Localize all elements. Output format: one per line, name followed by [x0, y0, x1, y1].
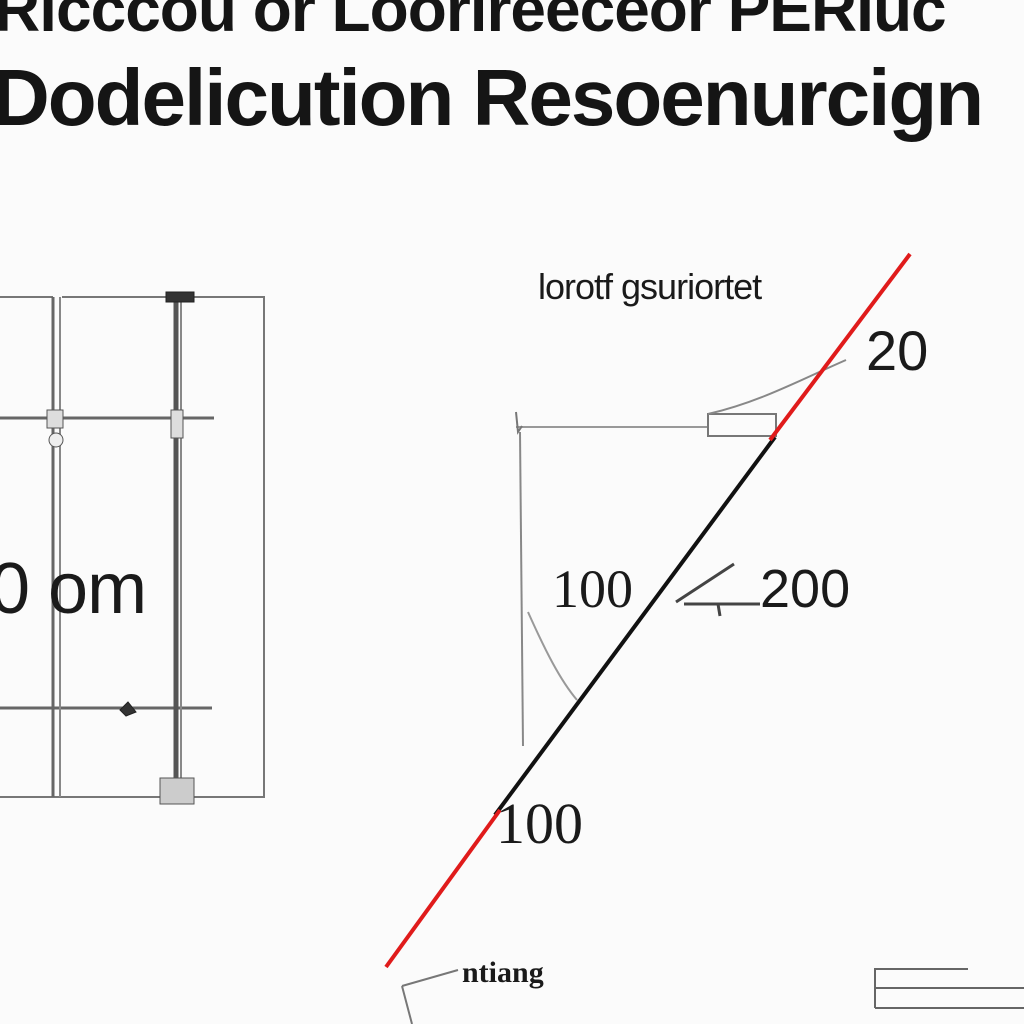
- plot-bottom-annotation-arrow: [401, 969, 459, 1024]
- rod-base: [159, 777, 195, 805]
- rod-cap-top: [165, 291, 195, 303]
- plot-red-trend-line-lower: [384, 808, 502, 969]
- left-apparatus-panel: [0, 291, 265, 805]
- plot-axis-bracket: [707, 413, 777, 437]
- right-plot-panel: [384, 252, 1024, 1024]
- plot-lower-curve: [527, 611, 578, 701]
- clamp-joint-left: [46, 409, 64, 429]
- bottom-caption: ntiang: [462, 956, 544, 989]
- clamp-joint-right: [170, 409, 184, 439]
- clamp-knob-left: [48, 432, 64, 448]
- plot-upper-curve: [707, 359, 847, 415]
- plot-left-axis: [519, 431, 524, 747]
- diagram-title-line-1: Ricccou or Loorireeceor PERIuc: [0, 0, 947, 45]
- plot-black-trend-line: [493, 435, 777, 817]
- plot-mid-pointer: [675, 562, 760, 617]
- diagram-title-line-2: Dodelicution Resoenurcign: [0, 53, 984, 142]
- plot-bracket-mark: [515, 411, 523, 435]
- plot-red-trend-line-upper: [768, 252, 912, 442]
- tick-label-middle-right: 200: [760, 559, 851, 619]
- plot-title: lorotf gsuriortet: [538, 266, 762, 307]
- small-clip: [119, 701, 137, 717]
- left-outer-frame: [0, 296, 265, 798]
- plot-bottom-right-bracket: [874, 968, 1024, 1009]
- left-unit-label: 0 om: [0, 549, 147, 629]
- tick-label-top: 20: [866, 319, 929, 382]
- tick-label-bottom: 100: [496, 791, 583, 856]
- tick-label-middle-left: 100: [552, 559, 633, 619]
